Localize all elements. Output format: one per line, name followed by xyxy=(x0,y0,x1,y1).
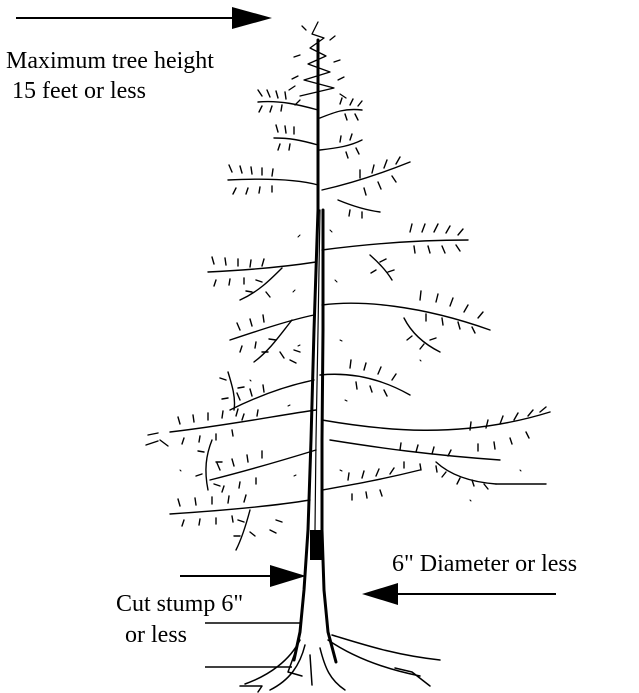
tree-trunk xyxy=(294,40,336,662)
cut-stump-label-line2: or less xyxy=(125,622,187,648)
diameter-arrow xyxy=(362,583,556,605)
max-height-label-line1: Maximum tree height xyxy=(6,48,214,74)
max-height-arrow xyxy=(16,7,272,29)
max-height-label-line2: 15 feet or less xyxy=(12,78,146,104)
tree-lower-branches xyxy=(146,360,550,550)
tree-middle-branches xyxy=(208,224,490,363)
diameter-label: 6" Diameter or less xyxy=(392,551,577,577)
cut-stump-label-line1: Cut stump 6" xyxy=(116,591,243,617)
tree-roots xyxy=(240,635,440,692)
stump-arrow xyxy=(180,565,306,587)
